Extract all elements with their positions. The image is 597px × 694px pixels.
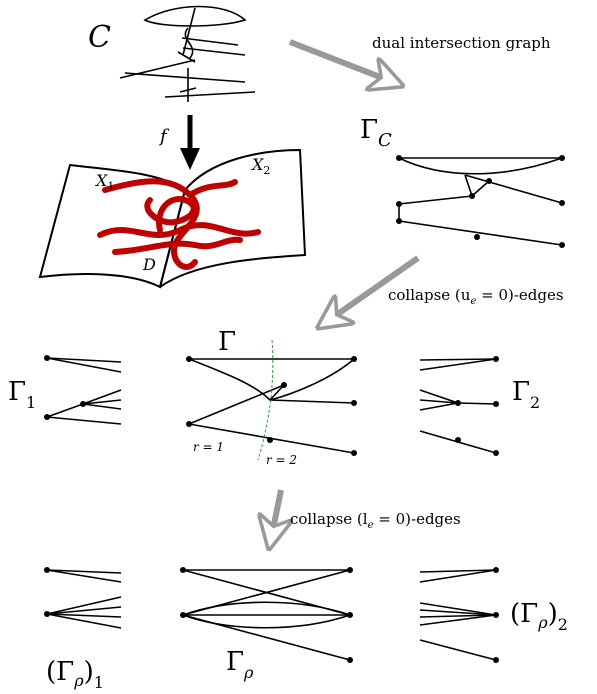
curve-label: C: [88, 20, 111, 55]
x2-label: X2: [250, 155, 270, 177]
graph-rho-1: [44, 567, 122, 629]
graph-1-label: Γ1: [8, 377, 36, 412]
graph-main: [186, 356, 357, 456]
divisor-label: D: [142, 255, 156, 274]
graph-c-label: ΓC: [360, 115, 392, 151]
arrow-collapse-l: [270, 489, 281, 544]
r1-label: r = 1: [193, 440, 224, 454]
graph-2-label: Γ2: [512, 377, 540, 412]
graph-label: Γ: [218, 327, 236, 357]
degenerate-space: [38, 148, 307, 289]
x1-label: X1: [94, 171, 114, 193]
separator-curve: [257, 339, 274, 461]
graph-2: [419, 356, 499, 456]
arrow-dual-graph: [288, 39, 398, 84]
graph-rho-2-label: (Γρ)2: [510, 599, 568, 634]
caption-collapse-l: collapse (le = 0)-edges: [290, 510, 461, 531]
graph-rho: [180, 567, 353, 663]
caption-collapse-u: collapse (ue = 0)-edges: [388, 286, 564, 307]
graph-rho-label: Γρ: [226, 647, 254, 682]
map-label: f: [158, 126, 170, 147]
graph-c: [396, 155, 565, 248]
caption-dual-graph: dual intersection graph: [372, 34, 551, 52]
arrow-collapse-u: [322, 255, 420, 325]
graph-1: [44, 355, 122, 425]
graph-rho-1-label: (Γρ)1: [46, 657, 104, 692]
curve-c-sketch: [119, 5, 256, 102]
r2-label: r = 2: [266, 453, 297, 467]
map-arrow: [180, 115, 200, 170]
red-curve: [97, 178, 261, 270]
graph-rho-2: [419, 567, 499, 663]
